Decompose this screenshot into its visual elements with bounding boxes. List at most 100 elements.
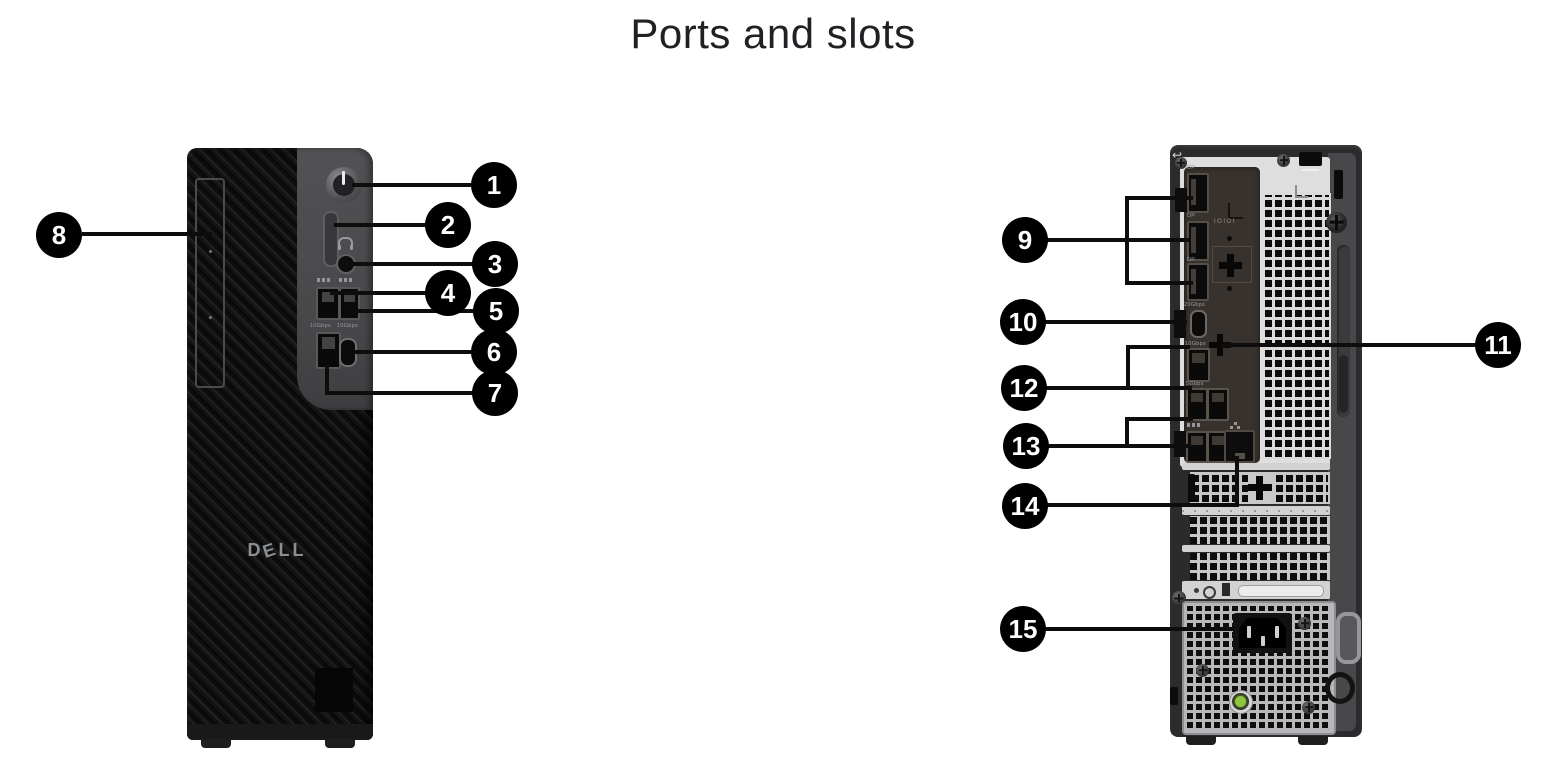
thumbscrew[interactable]	[1326, 212, 1347, 233]
callout-line-12	[1046, 386, 1192, 390]
callout-2: 2	[425, 202, 471, 248]
callout-line-11	[1222, 343, 1477, 347]
slot-vents	[1192, 474, 1248, 502]
displayport-label: DP	[1187, 257, 1196, 263]
inlet-pin	[1261, 636, 1265, 646]
slot-edge	[1302, 169, 1319, 171]
slot-divider	[1182, 506, 1330, 515]
usb-powershare-icon	[339, 278, 352, 282]
callout-line-7	[325, 366, 329, 393]
usb-speed-label: 20Gbps	[1184, 302, 1206, 308]
front-view: 10Gbps 10Gbps DELL	[187, 148, 373, 750]
callout-line-1	[352, 183, 472, 187]
alignment-mark	[1295, 185, 1308, 198]
usb-c-port-rear[interactable]	[1190, 310, 1207, 338]
optional-port-cross-icon	[1227, 254, 1234, 277]
displayport-3[interactable]	[1187, 263, 1209, 301]
inlet-pin	[1275, 626, 1279, 638]
expansion-slot-2	[1190, 516, 1330, 544]
chassis-hook	[1170, 687, 1178, 705]
callout-7: 7	[472, 370, 518, 416]
usb-a-port-rear-3[interactable]	[1207, 388, 1229, 421]
odd-eject-hole	[209, 316, 212, 319]
callout-9: 9	[1002, 217, 1048, 263]
screw-hole	[1203, 586, 1216, 599]
displayport-2[interactable]	[1187, 221, 1209, 261]
ethernet-port[interactable]	[1224, 430, 1255, 463]
displayport-1[interactable]	[1187, 173, 1209, 213]
expansion-slot-1	[1190, 472, 1330, 504]
usb-speed-label: 10Gbps	[1185, 341, 1207, 347]
slot-divider	[1182, 545, 1330, 552]
foot	[325, 739, 355, 748]
callout-line-12-bracket	[1126, 345, 1130, 390]
callout-line-cap	[1174, 310, 1186, 338]
dell-logo: DELL	[227, 538, 327, 562]
usb-icon	[317, 278, 330, 282]
callout-line-9	[1125, 196, 1193, 200]
alignment-mark	[1228, 203, 1243, 219]
logo-letter: L	[278, 540, 293, 560]
screw-icon	[1175, 157, 1187, 169]
callout-line-cap	[1174, 431, 1186, 457]
padlock-slot	[1334, 170, 1343, 199]
front-label-patch	[315, 668, 353, 712]
callout-line-3	[353, 262, 473, 266]
slot-vents	[1276, 474, 1328, 502]
callout-13: 13	[1003, 423, 1049, 469]
callout-12: 12	[1001, 365, 1047, 411]
inlet-pin	[1247, 626, 1251, 638]
callout-line-13-bracket	[1125, 417, 1129, 448]
power-icon	[342, 171, 345, 185]
callout-line-13	[1125, 417, 1193, 421]
psu-diagnostic-led	[1235, 696, 1246, 707]
screw-hole	[1227, 236, 1232, 241]
callout-line-9	[1125, 281, 1193, 285]
slot-divider	[1182, 463, 1330, 470]
callout-line-2	[334, 223, 426, 227]
callout-line-6	[354, 350, 472, 354]
callout-14: 14	[1002, 483, 1048, 529]
vent-grid	[1263, 193, 1331, 459]
usb-a-port-front-3[interactable]	[316, 332, 341, 369]
optical-drive-slot	[195, 178, 225, 388]
latch-block	[1222, 583, 1230, 596]
usb-a-port-rear-1[interactable]	[1187, 348, 1210, 382]
displayport-label: DP	[1187, 213, 1196, 219]
security-lock-slot	[1299, 152, 1322, 166]
callout-15: 15	[1000, 606, 1046, 652]
odd-eject-hole	[209, 250, 212, 253]
foot	[201, 739, 231, 748]
serial-port-label: IOIOI	[1214, 219, 1236, 225]
usb-speed-label: 5Gbps	[1186, 381, 1204, 387]
optional-port-outline	[1212, 246, 1252, 283]
power-button-face	[333, 174, 355, 196]
callout-1: 1	[471, 162, 517, 208]
callout-6: 6	[471, 329, 517, 375]
back-view: IOIOI DP DP DP 20Gbps 10Gbps 5Gbps	[1170, 145, 1362, 747]
logo-letter: L	[292, 540, 307, 560]
cable-ring	[1336, 612, 1361, 664]
power-connector-port[interactable]	[1233, 613, 1292, 653]
callout-line-5	[350, 309, 474, 313]
callout-line-13	[1048, 444, 1190, 448]
callout-line-14	[1235, 456, 1239, 505]
ethernet-icon	[1230, 422, 1240, 429]
usb-speed-label: 10Gbps	[310, 323, 332, 329]
callout-line-14	[1047, 503, 1239, 507]
screw-icon	[1196, 664, 1209, 677]
callout-10: 10	[1000, 299, 1046, 345]
callout-5: 5	[473, 288, 519, 334]
slot-opening	[1188, 474, 1195, 502]
padlock-ring	[1325, 672, 1355, 704]
logo-letter: D	[247, 540, 264, 560]
optional-port-knockout-cross-icon	[1217, 334, 1223, 356]
slot-retention-bar	[1238, 585, 1324, 597]
callout-line-7	[325, 391, 473, 395]
slot-cross-icon	[1256, 476, 1263, 500]
screw-icon	[1277, 154, 1290, 167]
callout-line-15	[1045, 627, 1235, 631]
callout-4: 4	[425, 270, 471, 316]
callout-line-12	[1126, 345, 1190, 349]
